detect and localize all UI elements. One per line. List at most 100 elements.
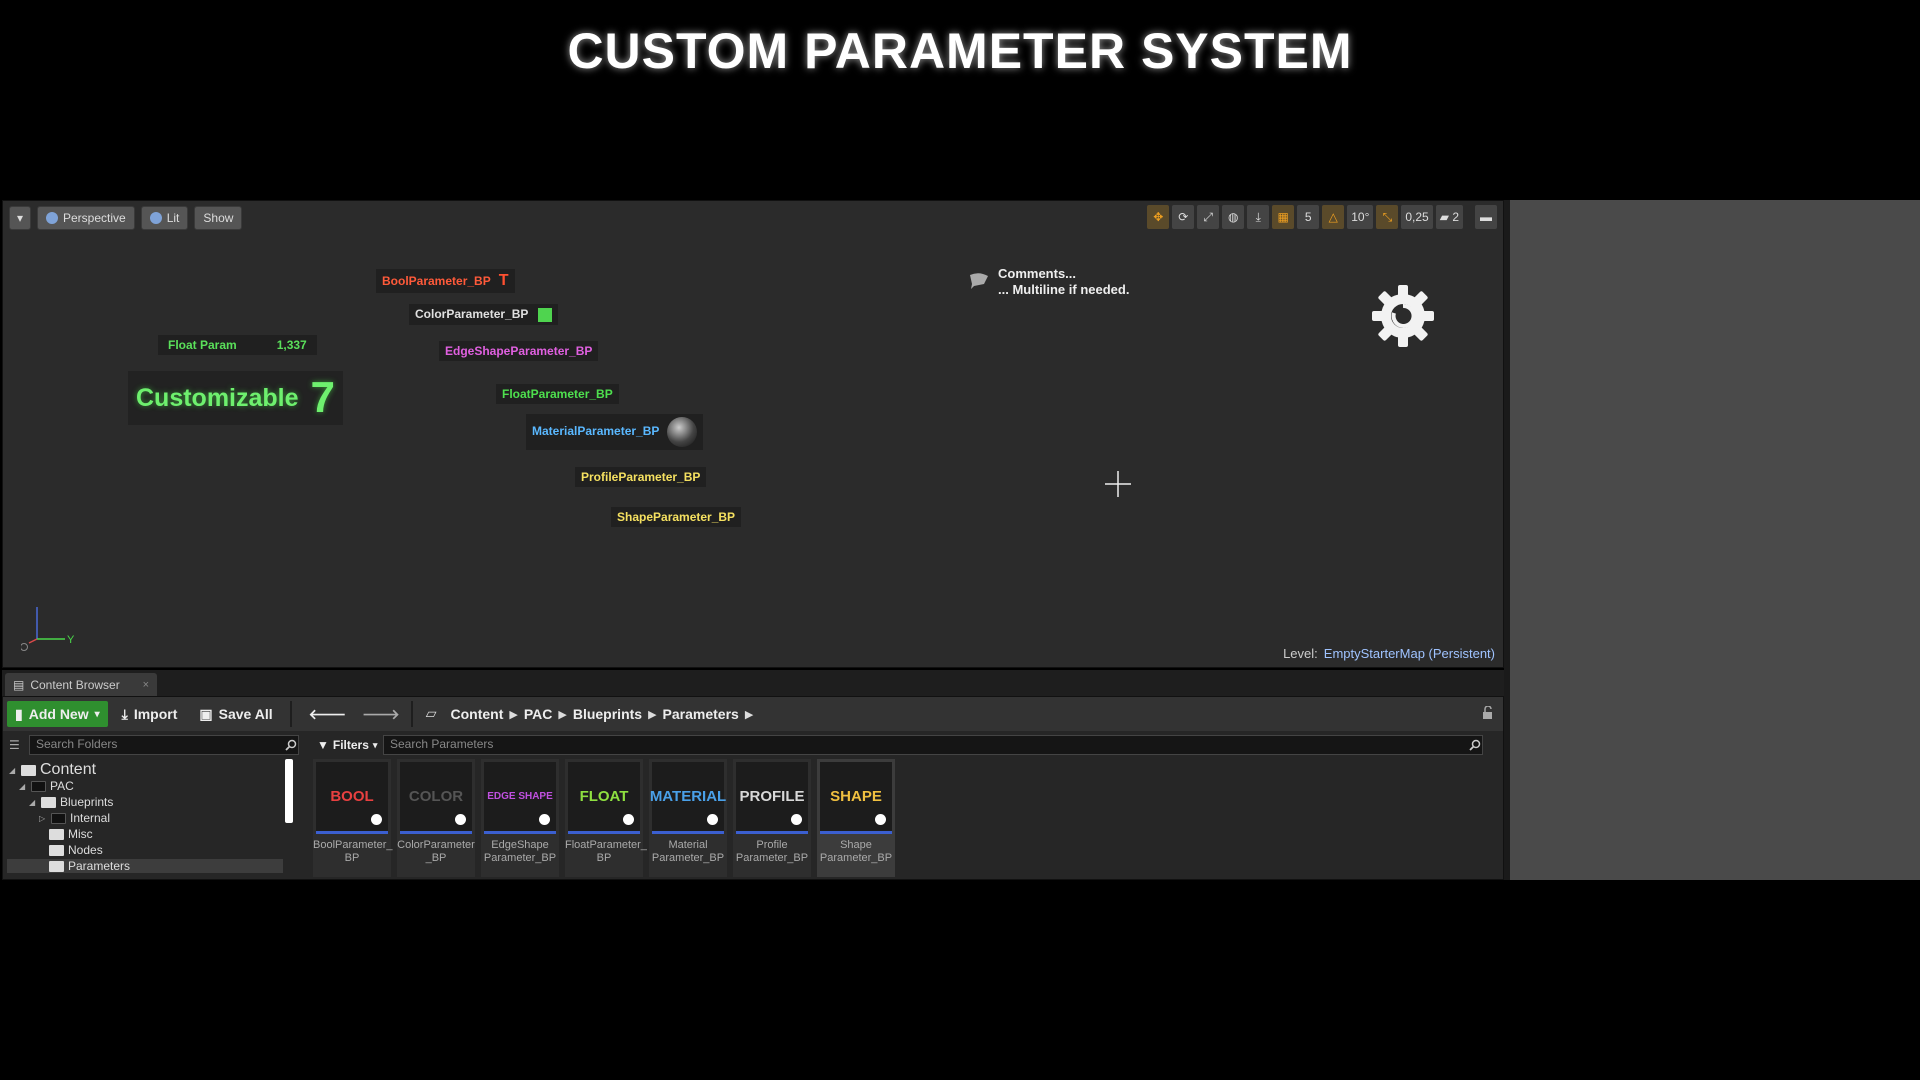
maximize-viewport-icon[interactable]: ▬ bbox=[1475, 205, 1497, 229]
float-parameter-actor[interactable]: FloatParameter_BP bbox=[496, 384, 619, 404]
expand-arrow-icon[interactable]: ◢ bbox=[19, 781, 26, 791]
breadcrumb-arrow-icon[interactable]: ▶ bbox=[558, 707, 567, 721]
toggle-knob-icon bbox=[707, 814, 718, 825]
save-all-button[interactable]: ▣ Save All bbox=[191, 701, 280, 727]
profile-parameter-label: ProfileParameter_BP bbox=[581, 470, 701, 484]
level-viewport[interactable]: ▾ Perspective Lit Show ✥ ⟳ ⤢ ◍ ⤓ ▦ 5 △ 1… bbox=[2, 200, 1504, 668]
surface-snap-icon[interactable]: ⤓ bbox=[1247, 205, 1270, 229]
close-icon[interactable]: × bbox=[142, 678, 149, 691]
edge-shape-parameter-actor[interactable]: EdgeShapeParameter_BP bbox=[439, 341, 599, 361]
shape-parameter-label: ShapeParameter_BP bbox=[617, 510, 736, 524]
forward-button[interactable]: 🡒 bbox=[360, 701, 402, 727]
parameter-search-input[interactable]: Search Parameters bbox=[383, 735, 1483, 755]
asset-thumbnail: SHAPE bbox=[820, 762, 892, 834]
import-button[interactable]: ⤓ Import bbox=[114, 701, 186, 727]
collapse-arrow-icon[interactable]: ▷ bbox=[39, 813, 46, 823]
axis-gizmo-icon: Y bbox=[21, 607, 75, 651]
sources-panel-icon[interactable]: ☰ bbox=[9, 738, 20, 752]
content-browser-tab[interactable]: ▤ Content Browser × bbox=[5, 673, 157, 696]
angle-snap-icon[interactable]: △ bbox=[1322, 205, 1345, 229]
filters-button[interactable]: ▼ Filters ▾ bbox=[311, 735, 383, 755]
crosshair-icon bbox=[1105, 471, 1131, 497]
tree-item-nodes[interactable]: Nodes bbox=[49, 843, 103, 857]
folder-search-input[interactable]: Search Folders bbox=[29, 735, 299, 755]
toggle-knob-icon bbox=[371, 814, 382, 825]
translate-icon[interactable]: ✥ bbox=[1147, 205, 1170, 229]
asset-thumbnail: EDGE SHAPE bbox=[484, 762, 556, 834]
color-parameter-actor[interactable]: ColorParameter_BP bbox=[409, 304, 559, 325]
breadcrumb-parameters[interactable]: Parameters bbox=[662, 706, 739, 722]
rotate-icon[interactable]: ⟳ bbox=[1172, 205, 1195, 229]
material-parameter-label: MaterialParameter_BP bbox=[532, 424, 660, 439]
panel-divider[interactable] bbox=[1504, 200, 1510, 880]
folder-icon bbox=[31, 780, 46, 792]
float-param-value: 1,337 bbox=[276, 338, 307, 352]
back-button[interactable]: 🡐 bbox=[301, 701, 355, 727]
angle-snap-value[interactable]: 10° bbox=[1347, 205, 1374, 229]
asset-name-line-1: Shape bbox=[840, 839, 872, 851]
grid-snap-value[interactable]: 5 bbox=[1297, 205, 1320, 229]
tree-item-label: Content bbox=[40, 761, 97, 778]
world-local-icon[interactable]: ◍ bbox=[1222, 205, 1245, 229]
toggle-knob-icon bbox=[623, 814, 634, 825]
chevron-down-icon: ▾ bbox=[372, 739, 378, 750]
save-icon: ▣ bbox=[199, 705, 213, 722]
breadcrumb-pac[interactable]: PAC bbox=[523, 706, 553, 722]
lock-icon[interactable] bbox=[1481, 706, 1495, 720]
tree-item-blueprints[interactable]: ◢ Blueprints bbox=[29, 795, 113, 809]
edge-shape-parameter-label: EdgeShapeParameter_BP bbox=[445, 344, 593, 358]
tree-item-content[interactable]: ◢ Content bbox=[9, 761, 96, 779]
lit-button[interactable]: Lit bbox=[140, 206, 189, 230]
asset-thumbnail: COLOR bbox=[400, 762, 472, 834]
add-new-button[interactable]: ▮ Add New ▾ bbox=[7, 701, 108, 727]
scale-icon[interactable]: ⤢ bbox=[1197, 205, 1220, 229]
material-parameter-actor[interactable]: MaterialParameter_BP bbox=[526, 414, 704, 450]
shape-parameter-actor[interactable]: ShapeParameter_BP bbox=[611, 507, 742, 527]
arrow-right-icon: 🡒 bbox=[362, 705, 400, 722]
camera-speed-button[interactable]: ▰ 2 bbox=[1435, 205, 1463, 229]
customizable-actor[interactable]: Customizable 7 bbox=[128, 371, 344, 425]
tree-item-parameters[interactable]: Parameters bbox=[7, 859, 283, 873]
float-param-actor[interactable]: Float Param 1,337 bbox=[158, 335, 317, 355]
asset-name-line-2: _BP bbox=[425, 852, 447, 864]
scale-snap-icon[interactable]: ⤡ bbox=[1376, 205, 1399, 229]
page-title: CUSTOM PARAMETER SYSTEM bbox=[567, 23, 1353, 79]
tree-item-pac[interactable]: ◢ PAC bbox=[19, 779, 74, 793]
gear-icon[interactable] bbox=[1368, 281, 1438, 351]
expand-arrow-icon[interactable]: ◢ bbox=[29, 797, 36, 807]
comment-bubble-icon bbox=[970, 273, 988, 289]
breadcrumb-blueprints[interactable]: Blueprints bbox=[572, 706, 643, 722]
scale-snap-value[interactable]: 0,25 bbox=[1401, 205, 1433, 229]
comment-actor[interactable]: Comments... ... Multiline if needed. bbox=[968, 266, 1129, 298]
breadcrumb-arrow-icon[interactable]: ▶ bbox=[744, 707, 754, 721]
tree-item-internal[interactable]: ▷ Internal bbox=[39, 811, 110, 825]
tree-item-label: Misc bbox=[68, 827, 93, 841]
breadcrumb-arrow-icon[interactable]: ▶ bbox=[648, 707, 657, 721]
grid-snap-icon[interactable]: ▦ bbox=[1272, 205, 1295, 229]
tree-item-misc[interactable]: Misc bbox=[49, 827, 93, 841]
folder-icon bbox=[49, 860, 64, 872]
content-browser-tab-row: ▤ Content Browser × bbox=[2, 670, 1504, 696]
expand-arrow-icon[interactable]: ◢ bbox=[9, 765, 16, 775]
search-icon bbox=[285, 739, 297, 751]
content-browser: ▮ Add New ▾ ⤓ Import ▣ Save All 🡐 🡒 ▱ Co… bbox=[2, 696, 1504, 880]
breadcrumb-arrow-icon[interactable]: ▶ bbox=[509, 707, 518, 721]
folder-icon bbox=[21, 764, 36, 776]
toggle-knob-icon bbox=[791, 814, 802, 825]
perspective-button[interactable]: Perspective bbox=[37, 206, 135, 230]
viewport-menu-button[interactable]: ▾ bbox=[9, 206, 31, 230]
show-button[interactable]: Show bbox=[194, 206, 243, 230]
profile-parameter-actor[interactable]: ProfileParameter_BP bbox=[575, 467, 707, 487]
tree-item-label: PAC bbox=[50, 779, 74, 793]
breadcrumb-content[interactable]: Content bbox=[450, 706, 504, 722]
tree-scrollbar[interactable] bbox=[285, 759, 293, 823]
